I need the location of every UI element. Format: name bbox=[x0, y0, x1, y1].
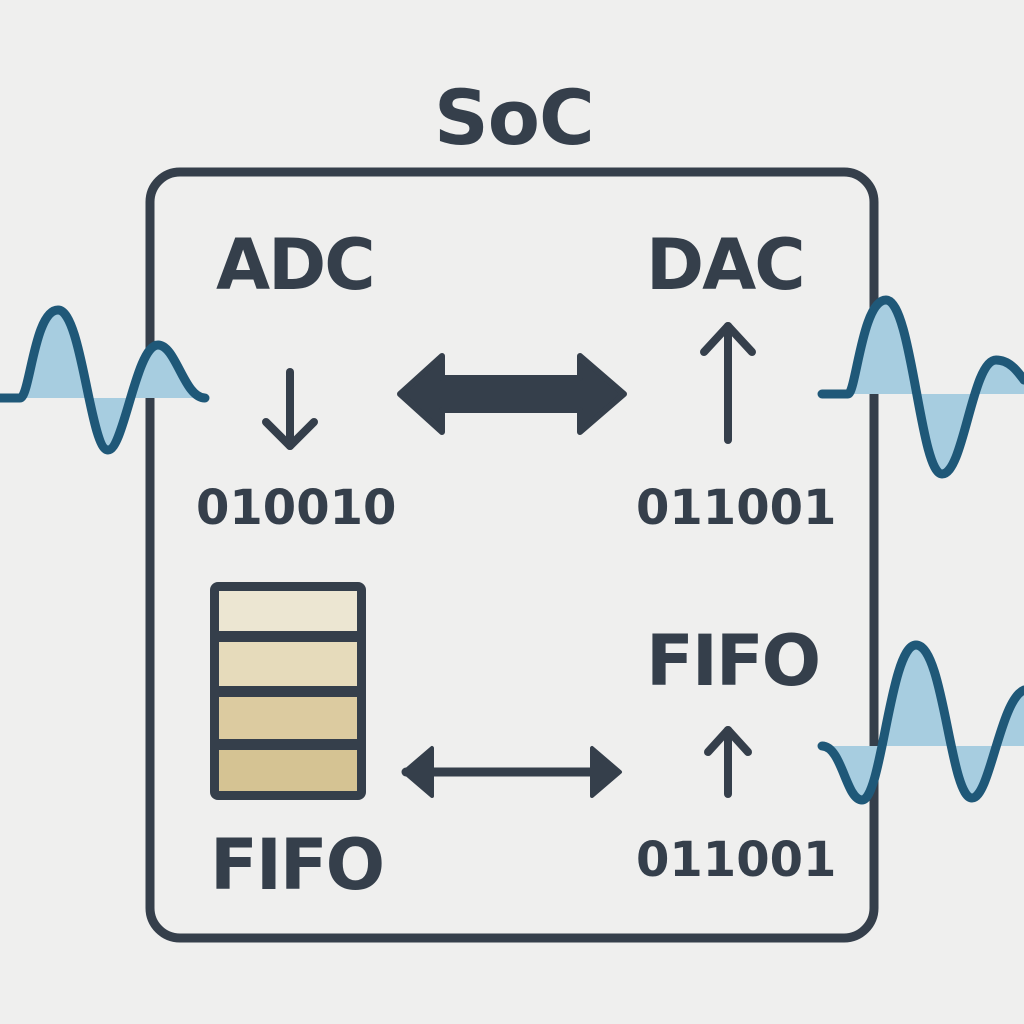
dac-label: DAC bbox=[646, 224, 806, 306]
fifo-slot bbox=[219, 750, 357, 791]
dac-arrow-up-icon bbox=[700, 322, 756, 444]
input-wave-icon bbox=[0, 305, 210, 455]
dac-input-bits: 011001 bbox=[636, 480, 837, 536]
fifo-slot bbox=[219, 642, 357, 686]
fifo-left-label: FIFO bbox=[210, 824, 385, 906]
fifo-slot bbox=[219, 591, 357, 631]
fifo-arrow-up-icon bbox=[704, 726, 752, 798]
output-wave-top-icon bbox=[817, 295, 1024, 479]
bus-arrow-top-icon bbox=[397, 353, 627, 435]
adc-output-bits: 010010 bbox=[196, 480, 397, 536]
soc-boundary bbox=[145, 167, 879, 943]
fifo-buffer-icon bbox=[210, 582, 366, 800]
fifo-slot bbox=[219, 697, 357, 739]
adc-label: ADC bbox=[216, 224, 376, 306]
bus-arrow-bottom-icon bbox=[401, 746, 622, 798]
fifo-right-bits: 011001 bbox=[636, 832, 837, 888]
adc-arrow-down-icon bbox=[262, 368, 318, 450]
fifo-right-label: FIFO bbox=[646, 620, 821, 702]
diagram-title: SoC bbox=[434, 73, 595, 162]
output-wave-bottom-icon bbox=[817, 640, 1024, 805]
